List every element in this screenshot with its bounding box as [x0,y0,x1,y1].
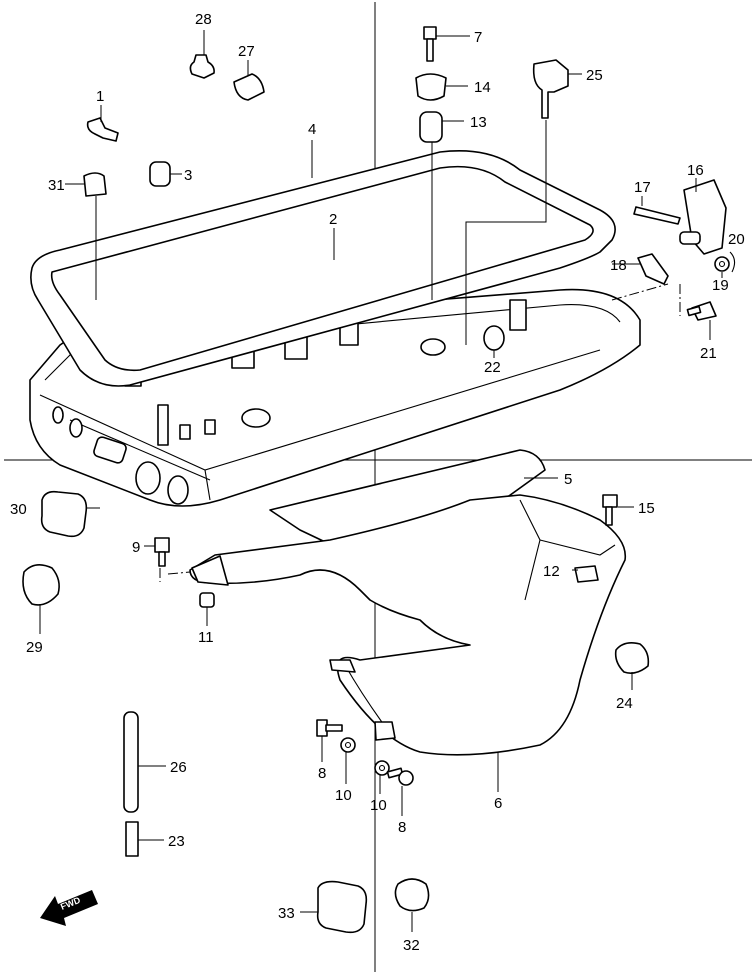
part-25-elbow [532,59,569,119]
part-14-grommet [415,73,447,101]
part-29-plug [22,564,60,606]
callout-20: 20 [728,231,745,248]
part-26-tube [123,711,139,813]
part-seal-ring [30,150,616,387]
part-24-plug [614,642,650,674]
callout-8a: 8 [318,765,326,782]
part-17-pin [633,206,681,225]
callout-23: 23 [168,833,185,850]
callout-11: 11 [198,629,214,646]
part-27-sleeve [233,73,265,101]
callout-7: 7 [474,29,482,46]
part-19-washer [714,256,730,272]
callout-18: 18 [610,257,627,274]
callout-22: 22 [484,359,501,376]
part-20-clip [729,251,736,273]
part-9-bolt [154,537,170,567]
callouts: 28 27 1 4 3 31 2 7 14 13 25 16 17 20 18 … [10,11,745,954]
callout-31: 31 [48,177,65,194]
part-32-plug [394,878,430,912]
part-8a-bolt [316,719,343,737]
callout-27: 27 [238,43,255,60]
callout-19: 19 [712,277,729,294]
callout-21: 21 [700,345,717,362]
part-28-cap [189,54,215,79]
callout-4: 4 [308,121,316,138]
callout-9: 9 [132,539,140,556]
callout-10a: 10 [335,787,352,804]
callout-12: 12 [543,563,560,580]
part-10a-washer [340,737,356,753]
leader-lines [39,30,723,932]
callout-6: 6 [494,795,502,812]
callout-2: 2 [329,211,337,228]
part-16-bracket [679,179,727,255]
assembly-lines [159,283,681,582]
part-3-bush [149,161,171,187]
part-18-link [637,253,669,285]
callout-33: 33 [278,905,295,922]
callout-24: 24 [616,695,633,712]
part-8b-screw [386,767,414,786]
callout-26: 26 [170,759,187,776]
part-30-cover [40,490,88,538]
part-21-screw [686,301,717,321]
part-22-bush [483,325,505,351]
callout-16: 16 [687,162,704,179]
callout-1: 1 [96,88,104,105]
part-7-bolt [423,26,437,62]
callout-10b: 10 [370,797,387,814]
part-1-fitting [86,117,119,142]
part-10b-washer [374,760,390,776]
part-23-fitting [125,821,139,857]
part-15-bolt [602,494,618,526]
part-13-collar [419,111,443,143]
part-33-block [316,880,368,934]
callout-28: 28 [195,11,212,28]
part-31-clip [83,172,107,197]
callout-29: 29 [26,639,43,656]
part-11-nut [199,592,215,608]
callout-14: 14 [474,79,491,96]
callout-17: 17 [634,179,651,196]
callout-3: 3 [184,167,192,184]
callout-13: 13 [470,114,487,131]
fwd-arrow-icon: FWD [40,890,98,926]
callout-15: 15 [638,500,655,517]
callout-32: 32 [403,937,420,954]
callout-30: 30 [10,501,27,518]
callout-8b: 8 [398,819,406,836]
part-lower-apron [189,494,627,756]
callout-25: 25 [586,67,603,84]
callout-5: 5 [564,471,572,488]
